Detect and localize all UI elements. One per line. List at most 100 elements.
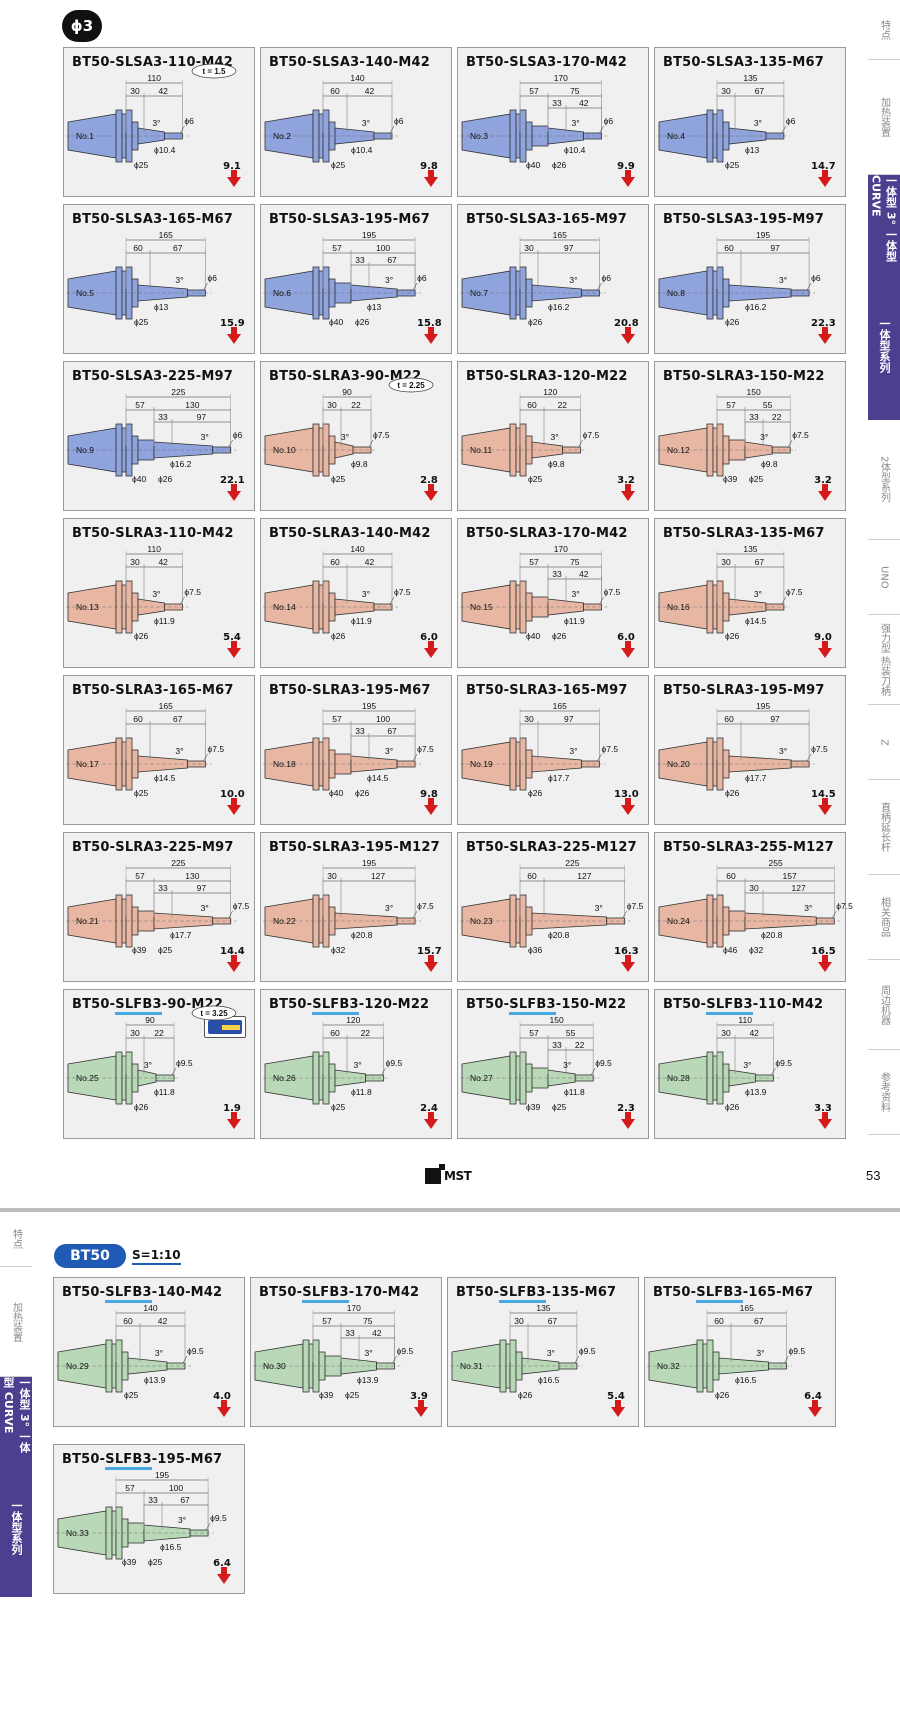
- leader-line: [368, 439, 374, 448]
- down-arrow-icon: [424, 641, 438, 658]
- side-tab[interactable]: 加热装置: [0, 1267, 32, 1377]
- taper-length: 67: [387, 726, 397, 736]
- down-arrow-icon: [424, 798, 438, 815]
- side-tab[interactable]: 一体型 3° 一体型 CURVE: [0, 1377, 32, 1457]
- model-number-part: SLSA3: [115, 212, 163, 227]
- weight-value: 9.8: [420, 161, 438, 172]
- reach-length: 42: [365, 86, 375, 96]
- tool-tip: [790, 289, 810, 297]
- tool-number: No.16: [667, 602, 690, 612]
- side-tab[interactable]: 一体型系列: [0, 1457, 32, 1597]
- model-number: BT50-SLFB3-120-M22: [269, 997, 429, 1015]
- neck-diameter: ϕ16.2: [745, 302, 767, 312]
- leader-line: [599, 125, 604, 134]
- shank-length: 57: [135, 871, 145, 881]
- model-number-part: -225-M97: [162, 369, 233, 384]
- side-tab[interactable]: 加热装置: [868, 60, 900, 175]
- shank-length: 60: [726, 871, 736, 881]
- leader-line: [597, 282, 602, 291]
- taper-angle: 3°: [547, 1348, 555, 1358]
- body-diameter: ϕ36: [528, 945, 542, 955]
- taper-angle: 3°: [201, 903, 209, 913]
- side-tab[interactable]: 强力型 热装刀柄: [868, 615, 900, 705]
- side-tab[interactable]: Z: [868, 705, 900, 780]
- weight-value: 9.9: [617, 161, 635, 172]
- step-length: 33: [158, 412, 168, 422]
- model-number: BT50-SLRA3-195-M127: [269, 840, 440, 855]
- down-arrow-icon: [621, 484, 635, 501]
- neck-diameter: ϕ14.5: [745, 616, 767, 626]
- model-number-part: -165-M67: [163, 683, 234, 698]
- taper-angle: 3°: [178, 1515, 186, 1525]
- wall-thickness-bubble: [191, 1005, 237, 1021]
- weight-value: 5.4: [607, 1391, 625, 1402]
- side-tab[interactable]: 一体型 3° 一体型 CURVE: [868, 175, 900, 270]
- tip-diameter: ϕ6: [184, 116, 194, 126]
- side-tab[interactable]: 特点: [0, 1212, 32, 1267]
- taper-angle: 3°: [365, 1348, 373, 1358]
- overall-length: 90: [145, 1015, 155, 1025]
- coolant-bore-icon: [204, 1016, 246, 1038]
- tool-number: No.3: [470, 131, 488, 141]
- model-number-part: -140-M42: [360, 526, 431, 541]
- side-tab[interactable]: 相关商品: [868, 875, 900, 960]
- model-number-part: SLFB3: [706, 997, 753, 1015]
- side-tab[interactable]: 直柄延长杆: [868, 780, 900, 875]
- wall-thickness-note: t = 2.25: [397, 381, 425, 390]
- leader-line: [203, 753, 208, 762]
- overall-length: 165: [740, 1303, 754, 1313]
- side-tab[interactable]: 周边机器: [868, 960, 900, 1050]
- side-tab[interactable]: 一体型系列: [868, 270, 900, 420]
- side-tab[interactable]: 参考资料: [868, 1050, 900, 1135]
- leader-line: [787, 439, 793, 448]
- model-number-part: SLRA3: [706, 526, 755, 541]
- step-diameter: ϕ39: [122, 1557, 136, 1567]
- overall-length: 140: [350, 73, 364, 83]
- side-tab[interactable]: 特点: [868, 0, 900, 60]
- reach-length: 55: [763, 400, 773, 410]
- tool-number: No.9: [76, 445, 94, 455]
- side-tab[interactable]: UNO: [868, 540, 900, 615]
- side-tab[interactable]: 2体型系列: [868, 420, 900, 540]
- reach-length: 42: [158, 557, 168, 567]
- leader-line: [171, 1067, 177, 1076]
- weight-value: 6.4: [213, 1558, 231, 1569]
- overall-length: 170: [554, 544, 568, 554]
- weight-value: 4.0: [213, 1391, 231, 1402]
